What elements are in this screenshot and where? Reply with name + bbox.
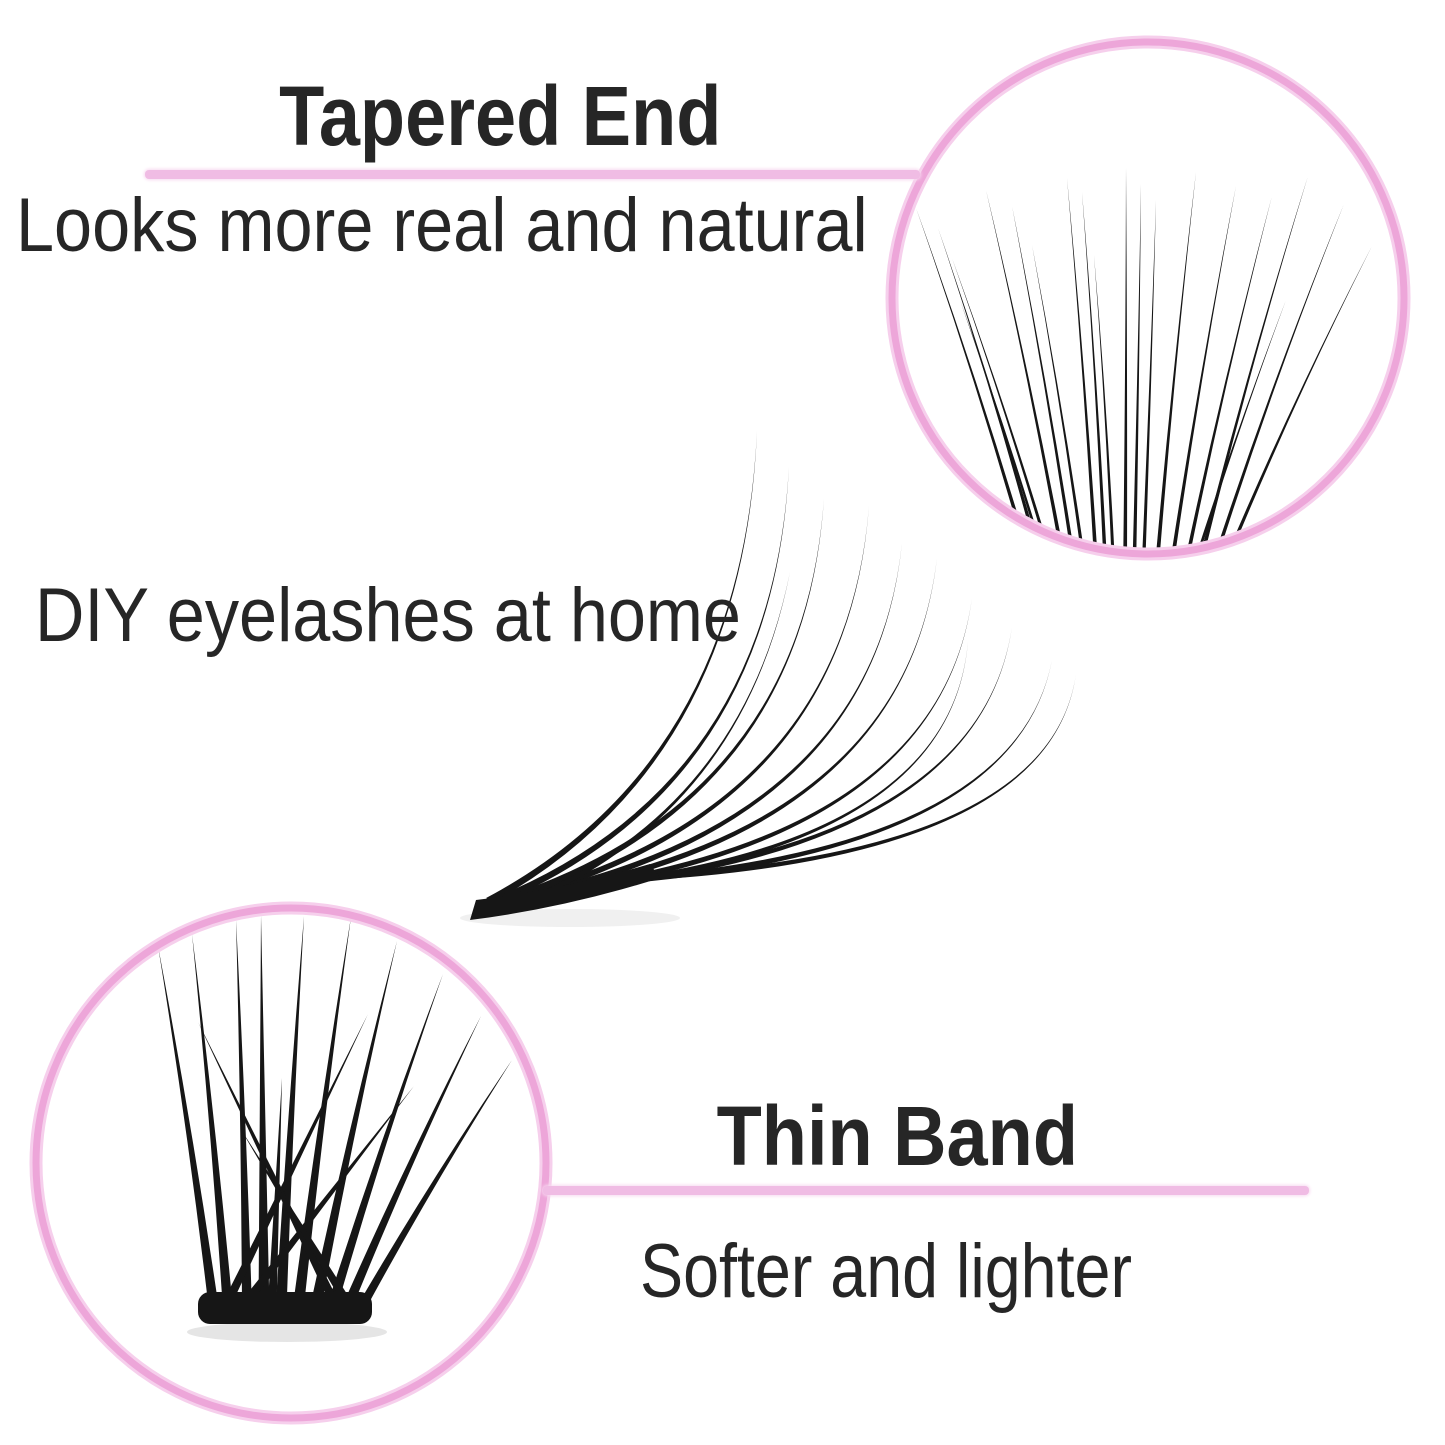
thin-band-photo: [158, 915, 512, 1342]
tapered-end-underline: [145, 170, 920, 179]
tapered-end-heading: Tapered End: [0, 74, 1000, 158]
diy-caption-text: DIY eyelashes at home: [35, 573, 741, 658]
tapered-tips-photo: [916, 168, 1372, 552]
diy-caption: DIY eyelashes at home: [35, 578, 819, 654]
thin-band-base: [198, 1292, 372, 1324]
thin-band-subheading: Softer and lighter: [640, 1234, 1219, 1310]
tapered-end-subheading-text: Looks more real and natural: [16, 183, 868, 268]
thin-band-heading-text: Thin Band: [716, 1089, 1078, 1183]
thin-band-heading: Thin Band: [397, 1094, 1397, 1178]
tapered-end-zoom-circle: [888, 38, 1408, 558]
tapered-end-subheading: Looks more real and natural: [16, 188, 962, 264]
thin-band-zoom-circle: [32, 904, 550, 1422]
thin-band-subheading-text: Softer and lighter: [640, 1229, 1132, 1314]
thin-band-underline: [543, 1186, 1309, 1195]
cluster-base-band: [470, 864, 660, 920]
lash-cluster-photo: [460, 431, 1076, 927]
tapered-end-heading-text: Tapered End: [278, 69, 722, 163]
